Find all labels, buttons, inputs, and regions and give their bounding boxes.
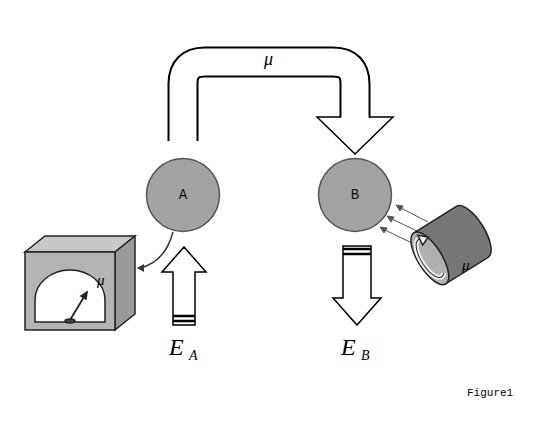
- energy-label: E: [169, 335, 184, 359]
- node-label: A: [179, 187, 187, 203]
- node-label: B: [351, 187, 359, 203]
- emitter-cylinder: [404, 200, 499, 290]
- energy-subscript: B: [361, 349, 370, 363]
- energy-subscript: A: [189, 349, 198, 363]
- energy-out-arrow: [333, 246, 381, 325]
- energy-in-arrow: [162, 247, 206, 325]
- state-circle: A: [145, 157, 221, 233]
- flow-arrow: [183, 62, 393, 154]
- emitter-symbol-label: μ: [462, 258, 470, 273]
- sensor-wire: [140, 232, 173, 268]
- state-circle: B: [317, 157, 393, 233]
- edge-label: μ: [262, 50, 275, 68]
- wire-head: [137, 264, 144, 272]
- meter-symbol-label: μ: [97, 273, 105, 288]
- energy-label: E: [341, 335, 356, 359]
- figure-caption: Figure1: [467, 388, 513, 399]
- meter-symbol: [25, 236, 135, 330]
